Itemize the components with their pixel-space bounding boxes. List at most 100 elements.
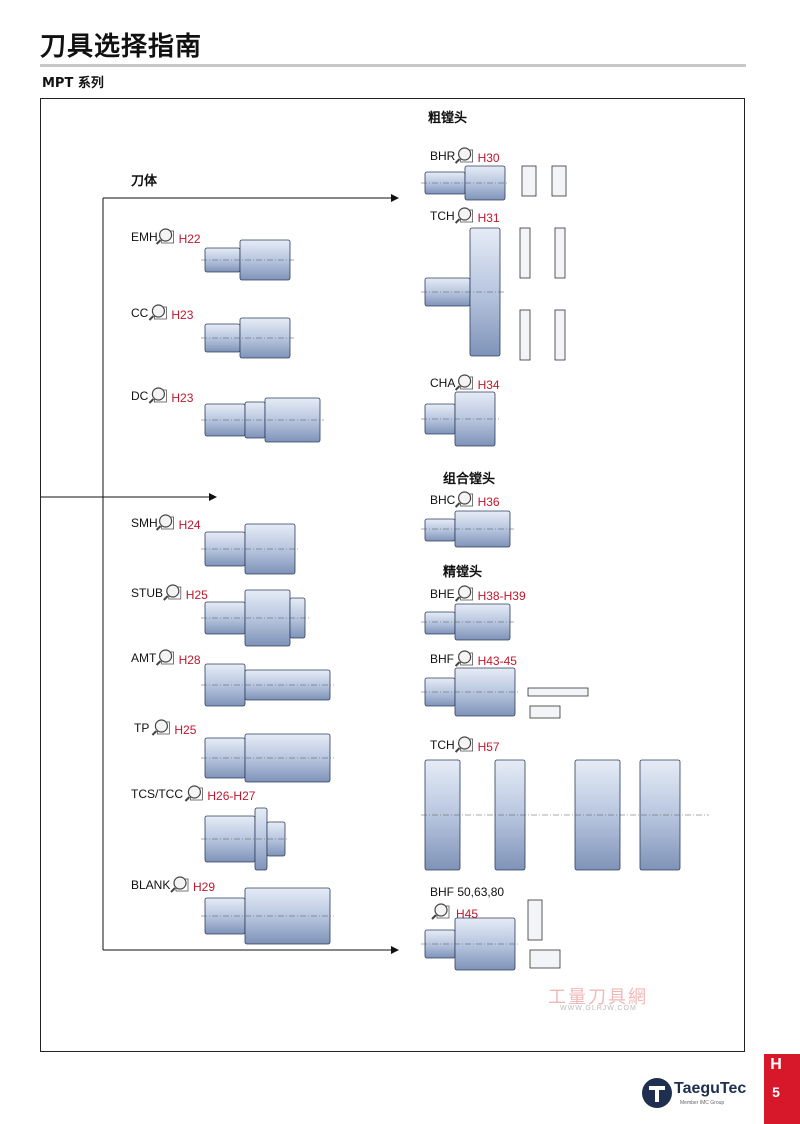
insert-cartridge-drawing (527, 899, 543, 941)
left-item-0: EMH H22 (131, 228, 201, 246)
right-item-label: BHC (430, 493, 456, 507)
catalog-lookup-icon (170, 876, 189, 893)
left-item-label: BLANK (131, 878, 170, 892)
left-item-5: AMT H28 (131, 649, 201, 667)
right-item-label: BHF 50,63,80 (430, 885, 504, 899)
catalog-lookup-icon (454, 147, 474, 164)
left-item-page-ref: H26-H27 (207, 789, 255, 803)
left-item-8: BLANK H29 (131, 876, 215, 894)
left-item-label: DC (131, 389, 149, 403)
left-item-3: SMH H24 (131, 514, 201, 532)
left-item-label: CC (131, 306, 149, 320)
catalog-lookup-icon (148, 387, 167, 404)
left-item-page-ref: H22 (179, 232, 201, 246)
watermark-url: WWW.GLRJW.COM (560, 1005, 637, 1012)
insert-cartridge-drawing (519, 309, 531, 361)
flow-lines (41, 194, 399, 954)
catalog-lookup-icon (454, 207, 474, 224)
left-item-label: TP (134, 721, 149, 735)
left-item-6: TP H25 (134, 719, 197, 737)
insert-cartridge-drawing (527, 687, 589, 697)
section-rough-heading: 粗镗头 (428, 110, 467, 126)
left-item-label: TCS/TCC (131, 787, 183, 801)
catalog-lookup-icon (431, 903, 450, 920)
insert-cartridge-drawing (519, 227, 531, 279)
right-item-label: TCH (430, 209, 455, 223)
left-item-label: STUB (131, 586, 163, 600)
left-item-page-ref: H29 (193, 880, 215, 894)
tcs-tcc-adapter-drawing (201, 807, 289, 871)
right-item-label: CHA (430, 376, 455, 390)
left-item-2: DC H23 (131, 387, 194, 405)
insert-cartridge-drawing (529, 949, 561, 969)
section-combo-heading: 组合镗头 (443, 471, 495, 487)
left-item-label: SMH (131, 516, 158, 530)
right-item-page-ref: H45 (456, 907, 478, 921)
watermark-chinese: 工量刀具網 (548, 987, 648, 1008)
bhf-fine-boring-head-drawing (421, 667, 519, 717)
left-item-page-ref: H25 (186, 588, 208, 602)
catalog-lookup-icon (454, 585, 474, 602)
right-item-page-ref: H43-45 (478, 654, 518, 668)
page-title: 刀具选择指南 (40, 32, 203, 62)
left-item-4: STUB H25 (131, 584, 208, 602)
catalog-lookup-icon (454, 374, 474, 391)
right-item-page-ref: H57 (478, 740, 500, 754)
insert-cartridge-drawing (554, 227, 566, 279)
insert-cartridge-drawing (521, 165, 537, 197)
left-item-label: AMT (131, 651, 157, 665)
smh-holder-drawing (201, 523, 299, 575)
brand-tagline: Member IMC Group (680, 1100, 725, 1106)
section-side-tab: H 5 (764, 1054, 800, 1124)
catalog-lookup-icon (163, 584, 182, 601)
bhc-combo-boring-head-drawing (421, 510, 514, 548)
left-item-page-ref: H23 (171, 308, 193, 322)
left-item-page-ref: H24 (179, 518, 201, 532)
brand-name: TaeguTec (674, 1080, 747, 1097)
page-subtitle: MPT 系列 (42, 76, 104, 91)
right-item-page-ref: H31 (478, 211, 500, 225)
insert-cartridge-drawing (554, 309, 566, 361)
right-item-6: TCH H57 (430, 736, 500, 754)
left-item-page-ref: H23 (171, 391, 193, 405)
side-tab-page: 5 (772, 1084, 780, 1100)
left-item-page-ref: H25 (174, 723, 196, 737)
catalog-lookup-icon (155, 649, 175, 666)
left-item-7: TCS/TCC H26-H27 (131, 785, 256, 803)
bhr-rough-boring-head-drawing (421, 165, 509, 201)
catalog-lookup-icon (454, 736, 474, 753)
right-item-page-ref: H30 (478, 151, 500, 165)
tch-twin-cutter-head-drawing (421, 227, 504, 357)
stub-holder-drawing (201, 589, 309, 647)
bhf-50-63-80-drawing (421, 917, 519, 971)
catalog-lookup-icon (148, 304, 167, 321)
right-item-page-ref: H34 (478, 378, 500, 392)
right-item-label: BHE (430, 587, 455, 601)
tool-illustrations (201, 165, 709, 971)
right-item-1: TCH H31 (430, 207, 500, 225)
section-body-heading: 刀体 (131, 173, 158, 189)
left-item-label: EMH (131, 230, 158, 244)
catalog-lookup-icon (184, 785, 203, 802)
amt-morse-taper-drawing (201, 663, 334, 707)
right-item-label: TCH (430, 738, 455, 752)
left-item-page-ref: H28 (179, 653, 201, 667)
right-item-2: CHA H34 (430, 374, 500, 392)
tch-large-twin-cutter-drawing (421, 759, 709, 871)
emh-adapter-drawing (201, 239, 294, 281)
right-item-4: BHE H38-H39 (430, 585, 526, 603)
diagram-frame (40, 98, 745, 1052)
bhe-fine-boring-head-drawing (421, 603, 514, 641)
catalog-lookup-icon (151, 719, 170, 736)
blank-drawing (201, 887, 334, 945)
cha-chamfer-head-drawing (421, 391, 499, 447)
catalog-lookup-icon (454, 491, 474, 508)
right-item-page-ref: H38-H39 (478, 589, 526, 603)
brand-mark-icon (642, 1078, 672, 1108)
